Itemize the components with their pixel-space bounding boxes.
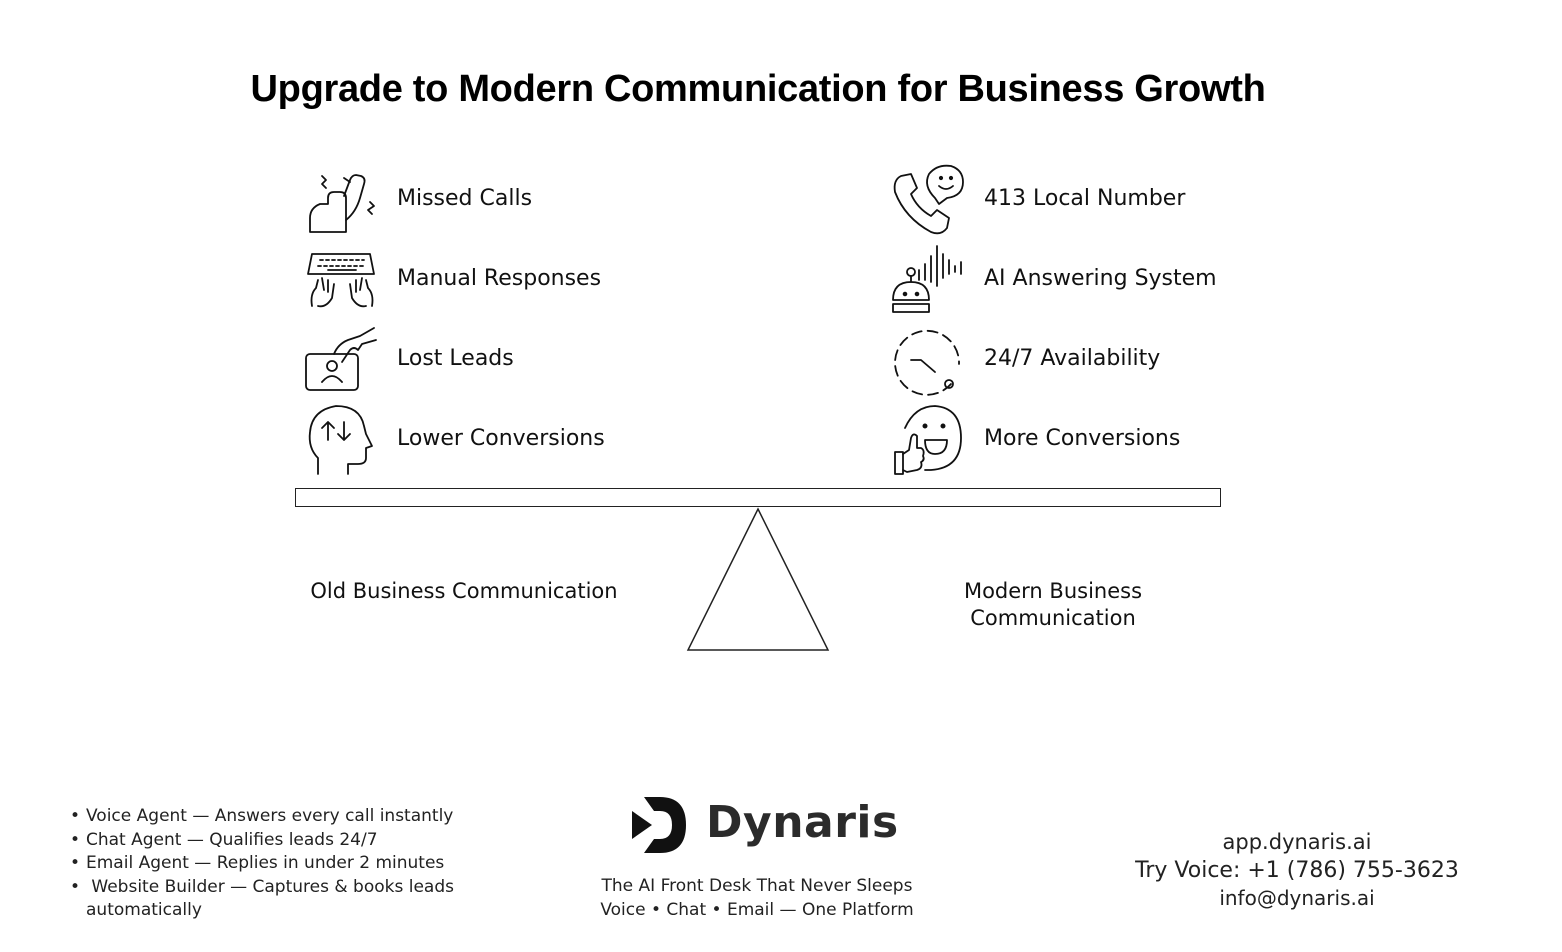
brand-tagline: The AI Front Desk That Never Sleeps [601,876,913,896]
old-communication-label: Old Business Communication [310,579,618,603]
dynaris-logo-icon [632,797,686,853]
old-item-label: Manual Responses [397,266,602,291]
old-item-label: Lost Leads [397,346,514,371]
feature-item: Voice Agent — Answers every call instant… [70,805,470,829]
scale-fulcrum [686,507,830,651]
hand-contact-card-icon [304,322,380,398]
feature-item: Website Builder — Captures & books leads… [70,876,470,923]
brand-name: Dynaris [706,797,899,848]
scale-beam [295,488,1221,507]
new-item-label: AI Answering System [984,266,1217,291]
smiley-thumbs-up-icon [891,402,967,478]
feature-item: Chat Agent — Qualifies leads 24/7 [70,829,470,853]
phone-chat-icon [891,162,967,238]
brand-channels: Voice • Chat • Email — One Platform [600,900,914,920]
new-item-label: 413 Local Number [984,186,1186,211]
feature-item: Email Agent — Replies in under 2 minutes [70,852,470,876]
page-title: Upgrade to Modern Communication for Busi… [250,68,1266,110]
contact-website[interactable]: app.dynaris.ai [1222,830,1372,854]
contact-email[interactable]: info@dynaris.ai [1219,886,1375,910]
clock-icon [891,322,967,398]
typing-keyboard-icon [304,242,380,318]
old-item-label: Lower Conversions [397,426,605,451]
brand-logo: Dynaris [630,795,898,855]
head-arrows-icon [304,402,380,478]
modern-label-line-1: Modern Business [963,579,1143,603]
contact-phone[interactable]: Try Voice: +1 (786) 755-3623 [1135,858,1459,883]
modern-communication-label: Modern Business Communication [913,578,1193,632]
ringing-phone-icon [304,162,380,238]
feature-list: Voice Agent — Answers every call instant… [70,805,470,923]
robot-voice-icon [891,242,967,318]
modern-label-line-2: Communication [970,606,1136,630]
new-item-label: 24/7 Availability [984,346,1161,371]
old-item-label: Missed Calls [397,186,533,211]
new-item-label: More Conversions [984,426,1181,451]
